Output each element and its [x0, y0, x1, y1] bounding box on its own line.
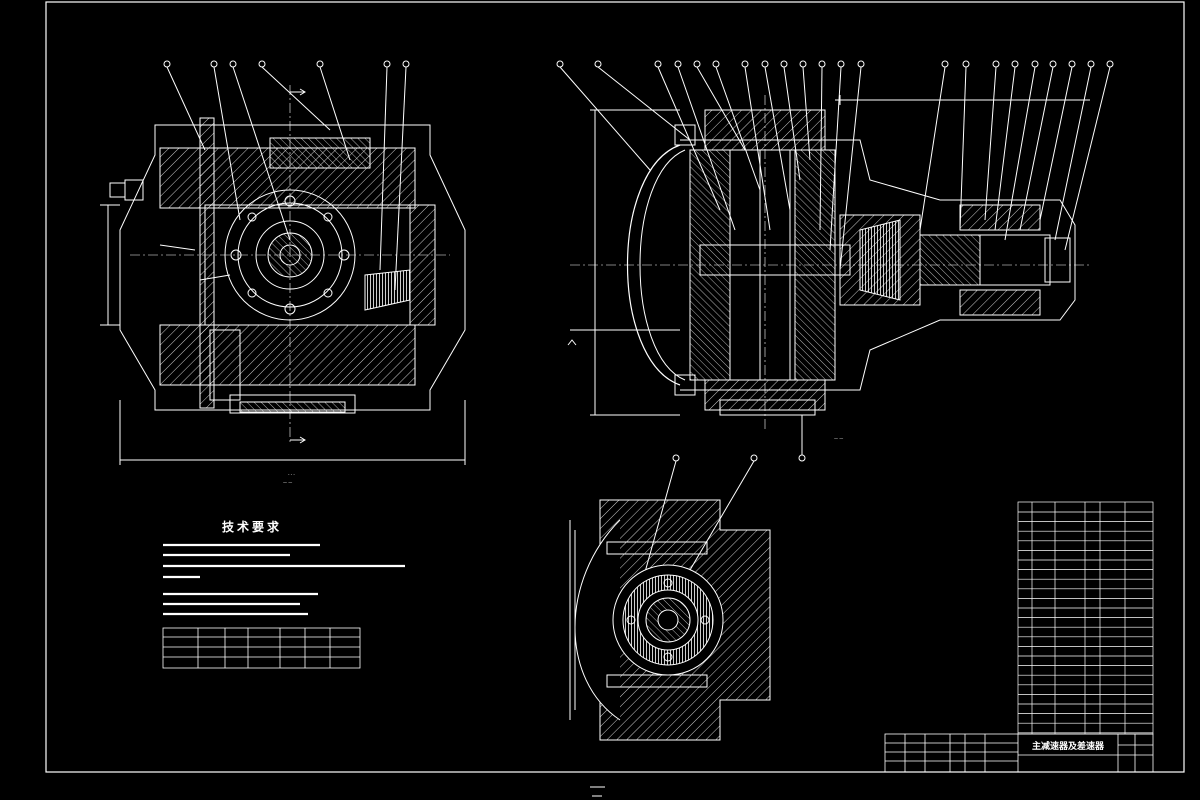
parts-list: [1017, 501, 1154, 735]
left-housing-body: [204, 204, 436, 326]
sheet-footer-mark: [590, 786, 605, 797]
tech-requirements-table: [162, 627, 361, 669]
title-block-name: 主减速器及差速器: [1032, 740, 1105, 752]
left-housing-outline: [119, 124, 466, 411]
title-block: [884, 733, 1154, 773]
left-view: [100, 60, 466, 465]
main-section-view: [556, 60, 1114, 462]
left-view-label: — —: [283, 480, 292, 485]
tech-requirements-text-lines: [163, 543, 405, 616]
main-view-scale-note: — —: [834, 436, 843, 441]
technical-requirements: 技术要求: [162, 519, 405, 669]
detail-view: [569, 454, 771, 741]
tech-requirements-title: 技术要求: [222, 519, 282, 534]
axle-housing-cover: [627, 144, 681, 386]
drawing-frame-outer: [45, 1, 1185, 773]
left-view-scale-note: - - -: [288, 472, 295, 477]
main-housing-outline: [680, 139, 1076, 391]
